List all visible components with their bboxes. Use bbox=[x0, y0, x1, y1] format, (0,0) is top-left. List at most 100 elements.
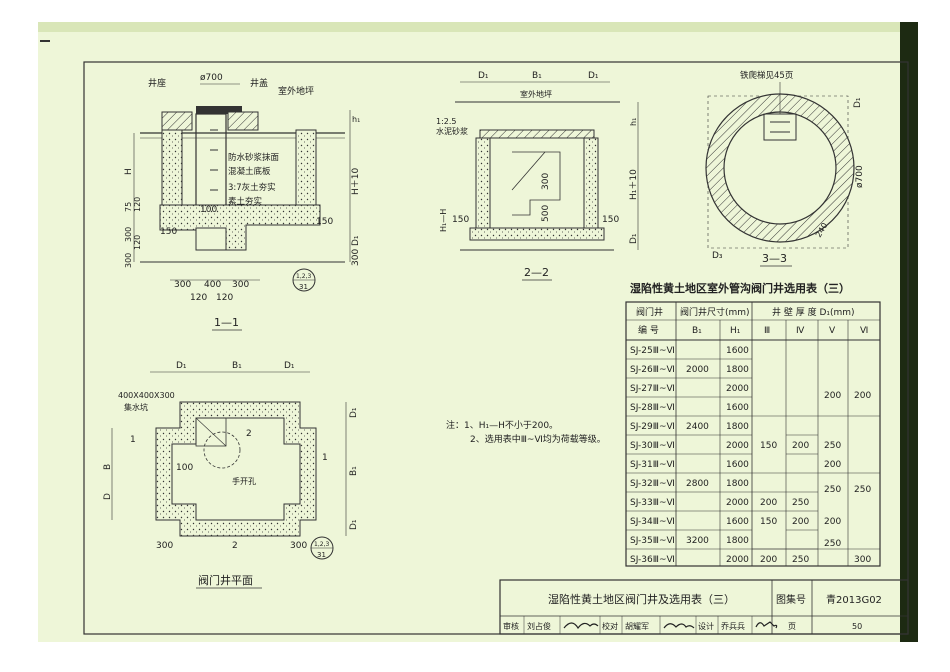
table-row: SJ-34Ⅲ~Ⅵ bbox=[630, 517, 675, 527]
table-t5-cell: 250 bbox=[824, 539, 841, 549]
wall-right bbox=[295, 129, 317, 211]
table-t5-cell: 200 bbox=[824, 460, 841, 470]
dim-300-2-2: 300 bbox=[541, 173, 551, 190]
sheet-top-edge bbox=[38, 22, 918, 32]
label-mortar: 水泥砂浆 bbox=[436, 126, 468, 136]
plan-label-D1-left: D₁ bbox=[176, 361, 187, 371]
valve-well-plan: D₁ B₁ D₁ 400X400X300 集水坑 2 1 1 手开孔 100 B… bbox=[103, 361, 359, 589]
detail-ref-2: 1,2,3 bbox=[314, 541, 329, 548]
table-t3-cell: 200 bbox=[760, 498, 777, 508]
table-row: SJ-33Ⅲ~Ⅵ bbox=[630, 498, 675, 508]
titleblock-design-name: 乔兵兵 bbox=[721, 621, 745, 631]
label-well-seat: 井座 bbox=[148, 77, 166, 89]
dim-150-left: 150 bbox=[452, 215, 469, 225]
detail-ref-1: 1,2,3 bbox=[296, 273, 311, 280]
plan-sump bbox=[195, 417, 227, 447]
label-h1-2-2: h₁ bbox=[629, 118, 638, 126]
table-t6-cell: 200 bbox=[854, 391, 871, 401]
note-lime-soil: 3:7灰土夯实 bbox=[228, 182, 276, 193]
label-ground-1-1: 室外地坪 bbox=[278, 85, 314, 97]
plan-caption: 阀门井平面 bbox=[198, 573, 253, 587]
table-h1-cell: 1600 bbox=[726, 460, 749, 470]
base-2-2 bbox=[469, 227, 605, 241]
titleblock-check-name: 胡耀军 bbox=[625, 621, 649, 631]
plan-label-B: B bbox=[103, 464, 113, 470]
table-head-thickness: 井 壁 厚 度 D₁(mm) bbox=[772, 306, 855, 318]
table-t6-cell: 250 bbox=[854, 485, 871, 495]
note-line-1: 注：1、H₁—H不小于200。 bbox=[446, 419, 558, 431]
table-t6-cell: 300 bbox=[854, 555, 871, 565]
table-head-h1: H₁ bbox=[730, 326, 741, 336]
table-head-grade-5: Ⅴ bbox=[829, 326, 836, 336]
table-head-code-2: 编 号 bbox=[638, 324, 659, 336]
plan-label-hole: 手开孔 bbox=[232, 476, 256, 486]
section-3-3: 铁爬梯见45页 D₁ ø700 240 D₃ 3—3 bbox=[705, 70, 865, 267]
bottom-dim-120a: 120 bbox=[190, 293, 207, 303]
table-b1-cell: 2800 bbox=[686, 479, 709, 489]
table-h1-cell: 1600 bbox=[726, 517, 749, 527]
table-h1-cell: 2000 bbox=[726, 498, 749, 508]
table-title: 湿陷性黄土地区室外管沟阀门井选用表（三） bbox=[630, 281, 850, 295]
dim-150a: 150 bbox=[160, 227, 177, 237]
table-head-grade-3: Ⅲ bbox=[764, 326, 770, 336]
title-block: 湿陷性黄土地区阀门井及选用表（三） 图集号 青2013G02 审核 刘占俊 校对… bbox=[499, 579, 909, 635]
detail-ref-page-1: 31 bbox=[299, 283, 308, 291]
label-H10-1-1: H＋10 bbox=[350, 168, 361, 195]
plan-label-D1-right-top: D₁ bbox=[349, 407, 359, 418]
table-t3-cell: 150 bbox=[760, 517, 777, 527]
table-head-code-1: 阀门井 bbox=[636, 306, 663, 318]
plan-dim-300-left: 300 bbox=[156, 541, 173, 551]
note-concrete-base: 混凝土底板 bbox=[228, 166, 271, 177]
label-mortar-ratio: 1:2.5 bbox=[436, 117, 457, 126]
table-row: SJ-35Ⅲ~Ⅵ bbox=[630, 536, 675, 546]
label-HH: H₁—H bbox=[439, 209, 448, 232]
titleblock-design: 设计 bbox=[698, 621, 714, 631]
label-ladder: 铁爬梯见45页 bbox=[740, 70, 793, 81]
dim-120b: 120 bbox=[133, 235, 142, 250]
dim-100: 100 bbox=[200, 205, 217, 215]
section-2-2: D₁ B₁ D₁ 室外地坪 1:2.5 水泥砂浆 300 500 150 150… bbox=[436, 71, 639, 281]
dim-150b: 150 bbox=[316, 217, 333, 227]
plan-label-D1-right: D₁ bbox=[284, 361, 295, 371]
table-h1-cell: 1600 bbox=[726, 346, 749, 356]
titleblock-title: 湿陷性黄土地区阀门井及选用表（三） bbox=[548, 592, 735, 606]
top-slab-right bbox=[227, 111, 259, 131]
titleblock-page-no: 50 bbox=[852, 622, 862, 631]
label-D3: D₃ bbox=[712, 251, 723, 261]
section-1-1: 井座 ø700 井盖 室外地坪 h₁ H＋10 D₁ 300 H 75 120 … bbox=[124, 73, 361, 331]
detail-ref-page-2: 31 bbox=[317, 551, 326, 559]
table-h1-cell: 1800 bbox=[726, 365, 749, 375]
label-ground-2-2: 室外地坪 bbox=[520, 89, 552, 99]
table-b1-cell: 2000 bbox=[686, 365, 709, 375]
bottom-dim-400: 400 bbox=[204, 280, 221, 290]
table-h1-cell: 1600 bbox=[726, 403, 749, 413]
table-row: SJ-36Ⅲ~Ⅵ bbox=[630, 555, 675, 565]
table-t5-cell: 250 bbox=[824, 485, 841, 495]
dim-120a: 120 bbox=[133, 197, 142, 212]
bottom-dim-300a: 300 bbox=[174, 280, 191, 290]
caption-2-2: 2—2 bbox=[524, 266, 549, 279]
plan-label-sump-size: 400X400X300 bbox=[118, 391, 175, 400]
bottom-dim-300b: 300 bbox=[232, 280, 249, 290]
dim-300-right: 300 bbox=[351, 249, 361, 266]
table-row: SJ-31Ⅲ~Ⅵ bbox=[630, 460, 675, 470]
label-H-1-1: H bbox=[124, 168, 134, 175]
table-t4-cell: 200 bbox=[792, 517, 809, 527]
plan-manhole-opening bbox=[203, 431, 241, 469]
plan-label-D1-right-bottom: D₁ bbox=[349, 519, 359, 530]
label-D1-top-left: D₁ bbox=[478, 71, 489, 81]
table-t3-cell: 200 bbox=[760, 555, 777, 565]
table-head-b1: B₁ bbox=[692, 326, 702, 336]
wall-left bbox=[161, 129, 183, 211]
dim-75: 75 bbox=[124, 202, 133, 212]
sump bbox=[195, 227, 227, 251]
table-h1-cell: 1800 bbox=[726, 479, 749, 489]
titleblock-page-label: 页 bbox=[788, 622, 796, 631]
table-t4-cell: 250 bbox=[792, 498, 809, 508]
label-D1-3-3: D₁ bbox=[853, 97, 863, 108]
design-signature bbox=[755, 621, 778, 629]
table-h1-cell: 1800 bbox=[726, 422, 749, 432]
table-row: SJ-25Ⅲ~Ⅵ bbox=[630, 346, 675, 356]
table-row: SJ-27Ⅲ~Ⅵ bbox=[630, 384, 675, 394]
